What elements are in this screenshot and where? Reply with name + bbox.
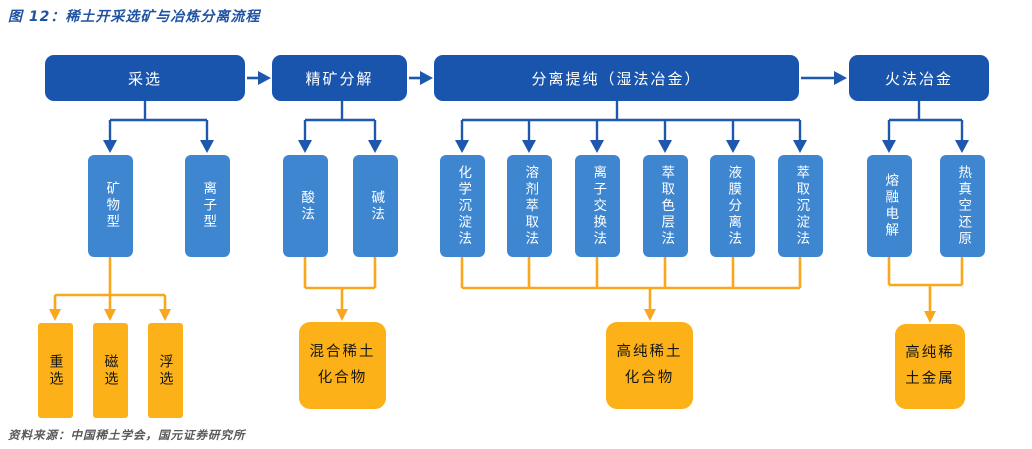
method-box-extraction-precipitation: 萃取沉淀法 [778,155,823,257]
process-box-flotation: 浮选 [148,323,183,418]
figure-title: 图 12：稀土开采选矿与冶炼分离流程 [8,9,261,25]
output-label: 混合稀土 化合物 [309,344,376,386]
process-label: 浮选 [157,353,174,388]
method-box-solvent-extraction: 溶剂萃取法 [507,155,552,257]
process-label: 磁选 [102,353,119,388]
output-box-mixed-rare-earth-compounds: 混合稀土 化合物 [299,322,386,409]
method-box-acid-process: 酸法 [283,155,328,257]
method-label: 离子型 [200,181,217,231]
method-label: 萃取沉淀法 [793,164,810,248]
method-box-ion-exchange: 离子交换法 [575,155,620,257]
method-box-ion-type: 离子型 [185,155,230,257]
stage-label: 精矿分解 [305,69,374,88]
method-box-chemical-precipitation: 化学沉淀法 [440,155,485,257]
output-box-high-purity-rare-earth-metals: 高纯稀 土金属 [895,324,965,409]
method-label: 化学沉淀法 [455,164,472,248]
method-box-mineral-type: 矿物型 [88,155,133,257]
stage-box-concentrate-decomposition: 精矿分解 [272,55,407,101]
source-note: 资料来源：中国稀土学会，国元证券研究所 [8,428,246,442]
stage-box-pyrometallurgy: 火法冶金 [849,55,989,101]
method-label: 热真空还原 [955,164,972,248]
method-label: 熔融电解 [882,173,899,239]
method-box-thermal-vacuum-reduction: 热真空还原 [940,155,985,257]
output-label: 高纯稀土 化合物 [616,344,683,386]
output-box-high-purity-rare-earth-compounds: 高纯稀土 化合物 [606,322,693,409]
process-box-magnetic-separation: 磁选 [93,323,128,418]
method-box-alkali-process: 碱法 [353,155,398,257]
method-label: 萃取色层法 [658,164,675,248]
method-label: 溶剂萃取法 [522,164,539,248]
method-label: 矿物型 [103,181,120,231]
method-label: 酸法 [298,189,315,223]
method-label: 液膜分离法 [725,164,742,248]
stage-label: 采选 [127,69,162,88]
method-box-extraction-chromatography: 萃取色层法 [643,155,688,257]
method-box-molten-electrolysis: 熔融电解 [867,155,912,257]
output-label: 高纯稀 土金属 [905,345,955,387]
method-box-liquid-membrane-separation: 液膜分离法 [710,155,755,257]
process-label: 重选 [47,353,64,388]
stage-box-separation-purification: 分离提纯（湿法冶金） [434,55,799,101]
method-label: 碱法 [368,189,385,223]
stage-box-mining: 采选 [45,55,245,101]
stage-label: 火法冶金 [884,69,953,88]
stage-label: 分离提纯（湿法冶金） [531,69,702,88]
method-label: 离子交换法 [590,164,607,248]
process-box-gravity-separation: 重选 [38,323,73,418]
